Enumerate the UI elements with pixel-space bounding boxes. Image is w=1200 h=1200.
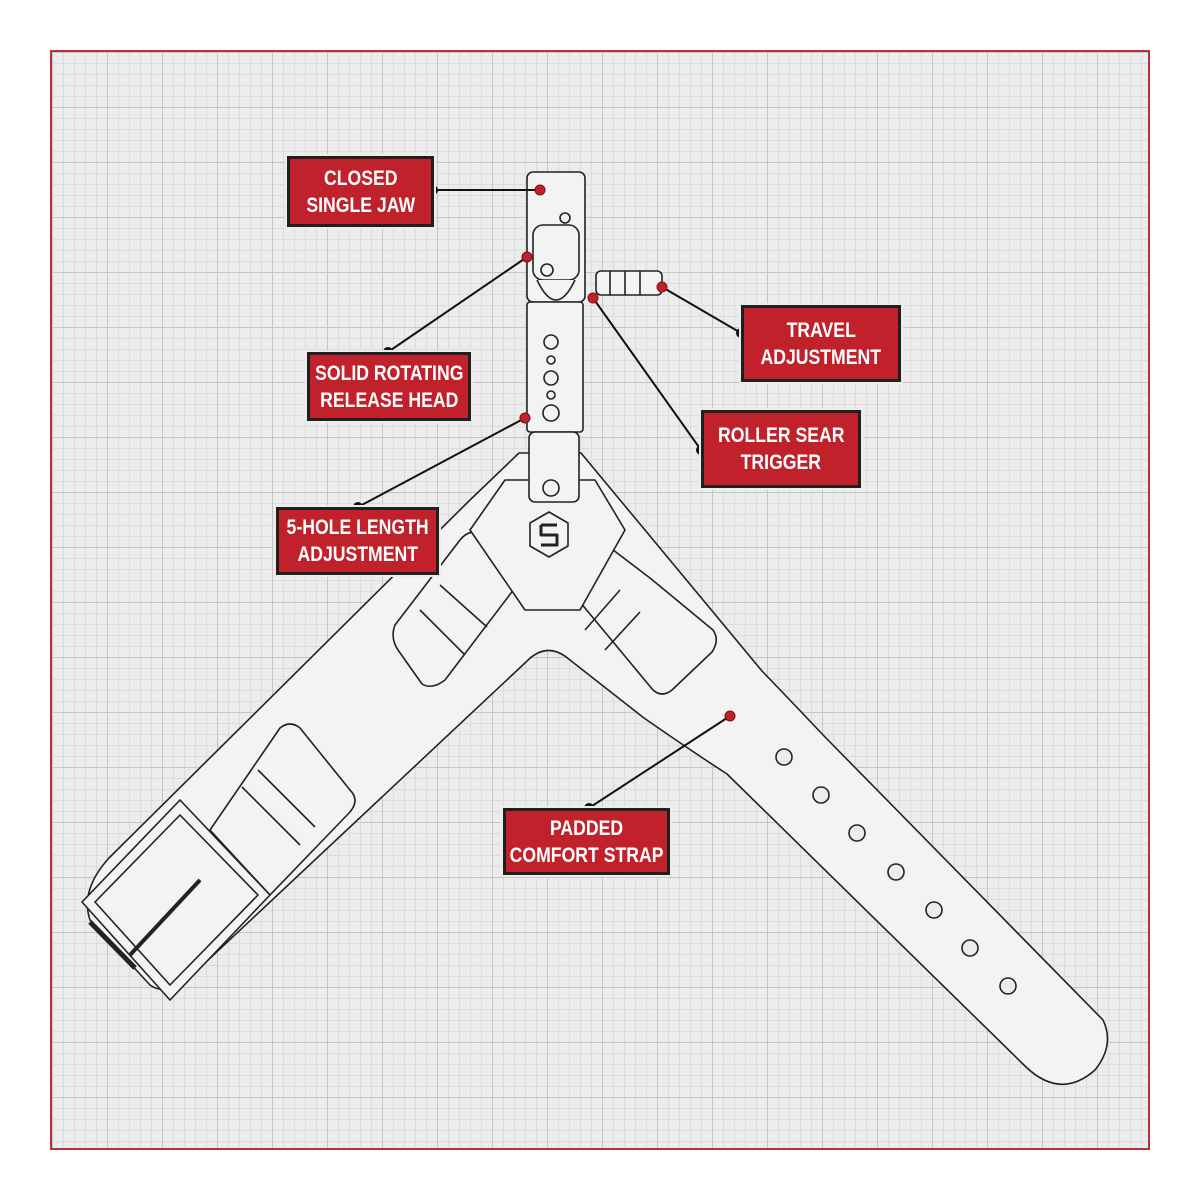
buckle xyxy=(81,799,271,1001)
callout-dot xyxy=(519,412,531,424)
label-line: 5-HOLE LENGTH xyxy=(286,516,429,539)
callout-dot xyxy=(534,184,546,196)
label-solid-rotating-release-head: SOLID ROTATING RELEASE HEAD xyxy=(307,352,471,421)
label-line: RELEASE HEAD xyxy=(319,388,459,412)
label-closed-single-jaw: CLOSED SINGLE JAW xyxy=(287,156,434,227)
pad-left-lower xyxy=(209,723,356,896)
callout-dot xyxy=(521,251,533,263)
pad-right-upper xyxy=(569,539,718,695)
label-travel-adjustment: TRAVEL ADJUSTMENT xyxy=(741,305,901,382)
label-line: ADJUSTMENT xyxy=(297,543,418,566)
label-padded-comfort-strap: PADDED COMFORT STRAP xyxy=(503,808,670,875)
label-line: PADDED xyxy=(549,816,624,840)
label-line: ADJUSTMENT xyxy=(760,345,882,369)
length-mount xyxy=(528,431,580,503)
travel-knob xyxy=(595,270,663,296)
label-line: COMFORT STRAP xyxy=(509,843,664,867)
label-5-hole-length-adjustment: 5-HOLE LENGTH ADJUSTMENT xyxy=(276,507,439,575)
label-line: CLOSED xyxy=(323,166,398,190)
label-line: ROLLER SEAR xyxy=(717,424,845,447)
label-line: SOLID ROTATING xyxy=(314,361,464,385)
pad-left-upper xyxy=(392,531,531,688)
label-line: SINGLE JAW xyxy=(306,193,415,217)
callout-dot xyxy=(724,710,736,722)
label-line: TRAVEL xyxy=(786,318,856,342)
callout-dot xyxy=(587,292,599,304)
label-line: TRIGGER xyxy=(740,451,822,474)
adjustment-holes xyxy=(775,748,1017,995)
label-roller-sear-trigger: ROLLER SEAR TRIGGER xyxy=(701,410,861,488)
callout-dot xyxy=(656,281,668,293)
